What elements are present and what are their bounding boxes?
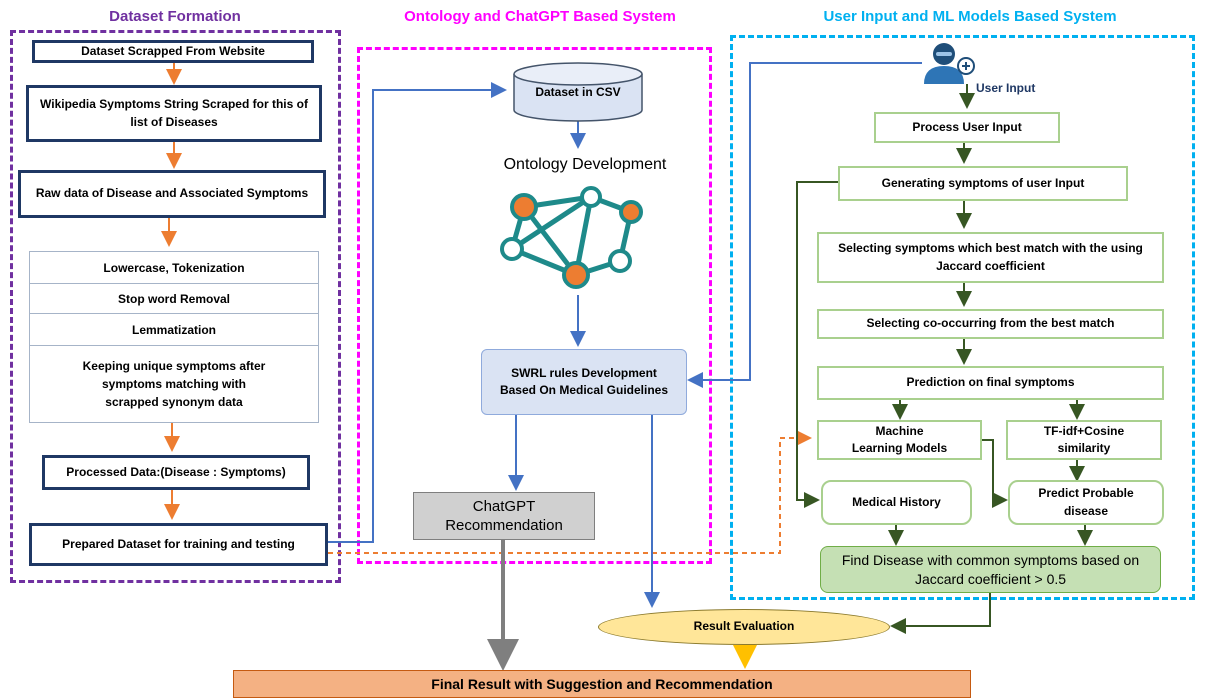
step-unique-symptoms: Keeping unique symptoms after symptoms m… <box>82 359 266 409</box>
ontology-system-title: Ontology and ChatGPT Based System <box>404 8 676 25</box>
chatgpt-recommendation-box: ChatGPT Recommendation <box>413 492 595 540</box>
raw-data-box: Raw data of Disease and Associated Sympt… <box>18 170 326 218</box>
arrow-generate-to-history <box>796 181 838 508</box>
predict-probable-disease-box: Predict Probable disease <box>1008 480 1164 525</box>
user-system-title: User Input and ML Models Based System <box>823 8 1117 25</box>
step-lemmatization: Lemmatization <box>30 314 318 346</box>
arrow-userinput-to-swrl <box>687 62 922 388</box>
arrow-ml-to-probable <box>982 439 1008 508</box>
processed-data-box: Processed Data:(Disease : Symptoms) <box>42 455 310 490</box>
ontology-system-panel <box>357 47 712 564</box>
user-system-panel <box>730 35 1195 600</box>
cooccurring-selection-box: Selecting co-occurring from the best mat… <box>817 309 1164 339</box>
user-avatar-icon <box>924 43 975 84</box>
medical-history-box: Medical History <box>821 480 972 525</box>
step-stopword-removal: Stop word Removal <box>30 284 318 314</box>
dataset-scrapped-box: Dataset Scrapped From Website <box>32 40 314 63</box>
arrow-prepared-to-csv <box>328 82 507 543</box>
ontology-development-label: Ontology Development <box>503 156 667 173</box>
user-input-label: User Input <box>976 81 1036 95</box>
prediction-box: Prediction on final symptoms <box>817 366 1164 400</box>
step-lowercase-tokenization: Lowercase, Tokenization <box>30 252 318 284</box>
tfidf-cosine-box: TF-idf+Cosine similarity <box>1006 420 1162 460</box>
csv-label: Dataset in CSV <box>535 85 621 100</box>
arrow-prepared-to-ml <box>328 430 812 554</box>
preprocessing-steps: Lowercase, Tokenization Stop word Remova… <box>29 251 319 423</box>
arrow-find-to-evaluation <box>890 593 991 634</box>
dataset-formation-title: Dataset Formation <box>109 8 241 25</box>
find-disease-box: Find Disease with common symptoms based … <box>820 546 1161 593</box>
dataset-formation-panel <box>10 30 341 583</box>
ontology-network-icon <box>500 186 643 289</box>
final-result-box: Final Result with Suggestion and Recomme… <box>233 670 971 698</box>
process-user-input-box: Process User Input <box>874 112 1060 143</box>
wikipedia-scrape-box: Wikipedia Symptoms String Scraped for th… <box>26 85 322 142</box>
jaccard-selection-box: Selecting symptoms which best match with… <box>817 232 1164 283</box>
csv-database-cylinder <box>513 62 643 122</box>
swrl-rules-box: SWRL rules Development Based On Medical … <box>481 349 687 415</box>
generating-symptoms-box: Generating symptoms of user Input <box>838 166 1128 201</box>
result-evaluation-ellipse: Result Evaluation <box>598 609 890 645</box>
prepared-dataset-box: Prepared Dataset for training and testin… <box>29 523 328 566</box>
ml-models-box: Machine Learning Models <box>817 420 982 460</box>
